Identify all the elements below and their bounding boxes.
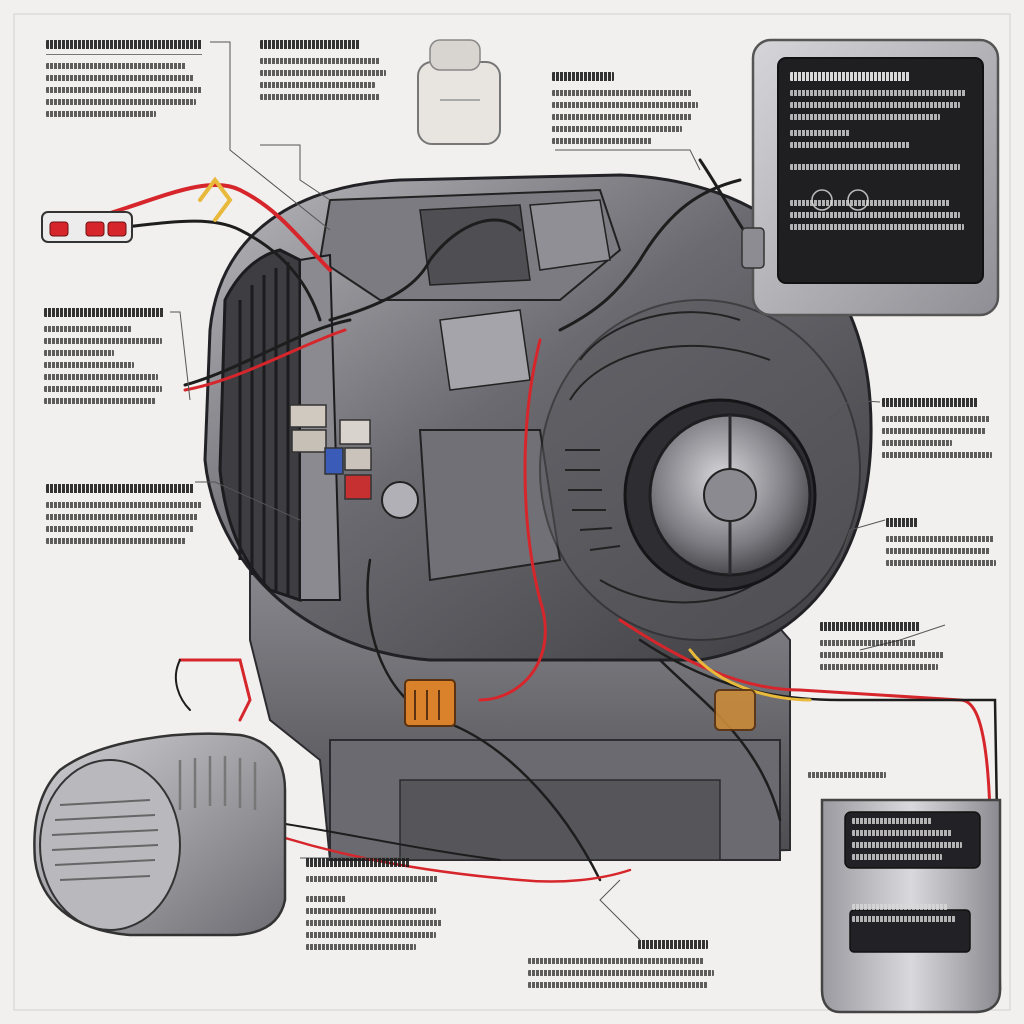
callout-bottom-right xyxy=(528,940,714,994)
callout-right-bottom xyxy=(820,622,950,676)
callout-battery-label xyxy=(808,772,888,784)
cooling-fan-housing xyxy=(33,732,287,937)
callout-right-lower xyxy=(886,518,998,572)
callout-right-mid xyxy=(882,398,996,464)
callout-top-center xyxy=(260,40,386,106)
rotor-coil xyxy=(289,404,419,519)
capsule-component xyxy=(417,39,501,145)
callout-top-left xyxy=(46,40,202,123)
callout-top-right xyxy=(552,72,698,150)
callout-left-lower xyxy=(46,484,204,550)
callout-display-screen xyxy=(790,72,970,236)
pulley xyxy=(623,398,817,592)
capacitor-clip xyxy=(404,679,756,731)
diagram-frame xyxy=(13,13,1011,1011)
fuse-connector-red xyxy=(41,211,133,243)
callout-heading xyxy=(46,40,202,49)
callout-battery-screen xyxy=(852,818,972,928)
callout-bottom-center xyxy=(306,858,444,956)
callout-left-mid xyxy=(44,308,174,410)
